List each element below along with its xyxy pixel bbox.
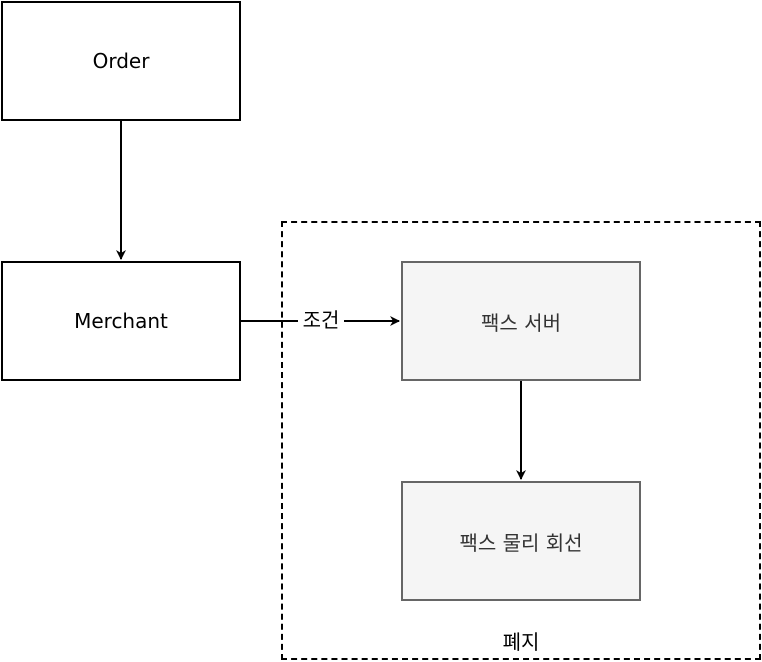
node-fax-line-label: 팩스 물리 회선 — [459, 530, 583, 555]
node-merchant: Merchant — [1, 261, 241, 381]
node-merchant-label: Merchant — [74, 309, 168, 333]
node-fax-line: 팩스 물리 회선 — [401, 481, 641, 601]
edge-label-condition: 조건 — [298, 308, 344, 332]
node-order-label: Order — [92, 49, 150, 73]
node-fax-server: 팩스 서버 — [401, 261, 641, 381]
deprecated-group-boundary — [281, 221, 761, 660]
node-order: Order — [1, 1, 241, 121]
deprecated-group-label: 폐지 — [502, 630, 540, 654]
node-fax-server-label: 팩스 서버 — [481, 310, 561, 335]
